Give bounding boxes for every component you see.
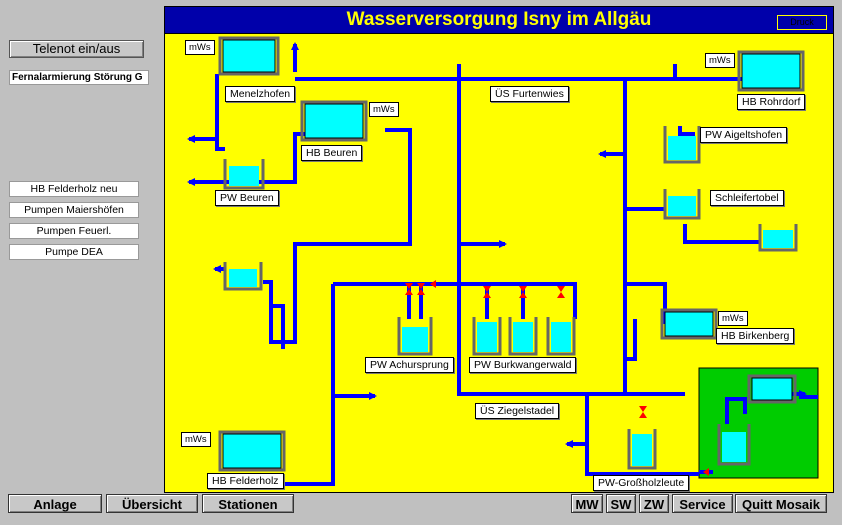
quitt-mosaik-button[interactable]: Quitt Mosaik [735, 494, 827, 513]
label-pw-beuren: PW Beuren [215, 190, 279, 206]
mw-button[interactable]: MW [571, 494, 603, 513]
tank-left-mid[interactable] [223, 262, 263, 291]
label-ues-furtenwies: ÜS Furtenwies [490, 86, 569, 102]
mws-indicator: mWs [185, 40, 215, 55]
tank-hb-beuren[interactable] [300, 100, 368, 142]
print-button[interactable]: Druck [777, 15, 827, 30]
sidebar-item-pumpen-feuerl[interactable]: Pumpen Feuerl. [9, 223, 139, 239]
tank-pw-beuren[interactable] [223, 159, 265, 190]
label-hb-rohrdorf: HB Rohrdorf [737, 94, 806, 110]
title-bar: Wasserversorgung Isny im Allgäu Druck [164, 6, 834, 35]
sidebar-item-hb-felderholz-neu[interactable]: HB Felderholz neu [9, 181, 139, 197]
label-hb-birkenberg: HB Birkenberg [716, 328, 795, 344]
label-ues-ziegelstadel: ÜS Ziegelstadel [475, 403, 560, 419]
label-pw-aigeltshofen: PW Aigeltshofen [700, 127, 788, 143]
tank-pw-achursprung[interactable] [397, 317, 433, 356]
tank-hb-felderholz[interactable] [218, 430, 286, 472]
tank-menelzhofen[interactable] [218, 36, 280, 76]
uebersicht-button[interactable]: Übersicht [106, 494, 198, 513]
sw-button[interactable]: SW [606, 494, 636, 513]
mws-indicator: mWs [181, 432, 211, 447]
tank-pw-burkwangerwald[interactable] [472, 317, 576, 356]
tank-pw-aigeltshofen[interactable] [663, 126, 701, 164]
bottom-toolbar: Anlage Übersicht Stationen MW SW ZW Serv… [0, 491, 842, 525]
telenot-toggle-button[interactable]: Telenot ein/aus [9, 40, 144, 58]
label-hb-beuren: HB Beuren [301, 145, 363, 161]
tank-green-zone-top[interactable] [747, 374, 797, 404]
tank-pw-grossholzleute[interactable] [627, 429, 657, 470]
alarm-status-field: Fernalarmierung Störung G [9, 70, 149, 85]
page-title: Wasserversorgung Isny im Allgäu [346, 9, 652, 30]
tank-schleifertobel-2[interactable] [758, 224, 798, 252]
tank-hb-rohrdorf[interactable] [737, 50, 805, 92]
tank-green-zone-bottom[interactable] [717, 424, 751, 466]
tank-schleifertobel[interactable] [663, 189, 701, 220]
service-button[interactable]: Service [672, 494, 733, 513]
label-pw-achursprung: PW Achursprung [365, 357, 454, 373]
stationen-button[interactable]: Stationen [202, 494, 294, 513]
label-menelzhofen: Menelzhofen [225, 86, 296, 102]
zw-button[interactable]: ZW [639, 494, 669, 513]
sidebar-item-pumpen-maiershoefen[interactable]: Pumpen Maiershöfen [9, 202, 139, 218]
label-pw-burkwangerwald: PW Burkwangerwald [469, 357, 577, 373]
anlage-button[interactable]: Anlage [8, 494, 102, 513]
mws-indicator: mWs [369, 102, 399, 117]
label-schleifertobel: Schleifertobel [710, 190, 784, 206]
label-pw-grossholzleute: PW-Großholzleute [593, 475, 690, 491]
mws-indicator: mWs [705, 53, 735, 68]
schematic-canvas: mWs Menelzhofen ÜS Furtenwies mWs HB Roh… [164, 33, 834, 493]
sidebar-item-pumpe-dea[interactable]: Pumpe DEA [9, 244, 139, 260]
label-hb-felderholz: HB Felderholz [207, 473, 284, 489]
mws-indicator: mWs [718, 311, 748, 326]
pipe-network-diagram [187, 36, 819, 486]
tank-hb-birkenberg[interactable] [660, 308, 718, 340]
